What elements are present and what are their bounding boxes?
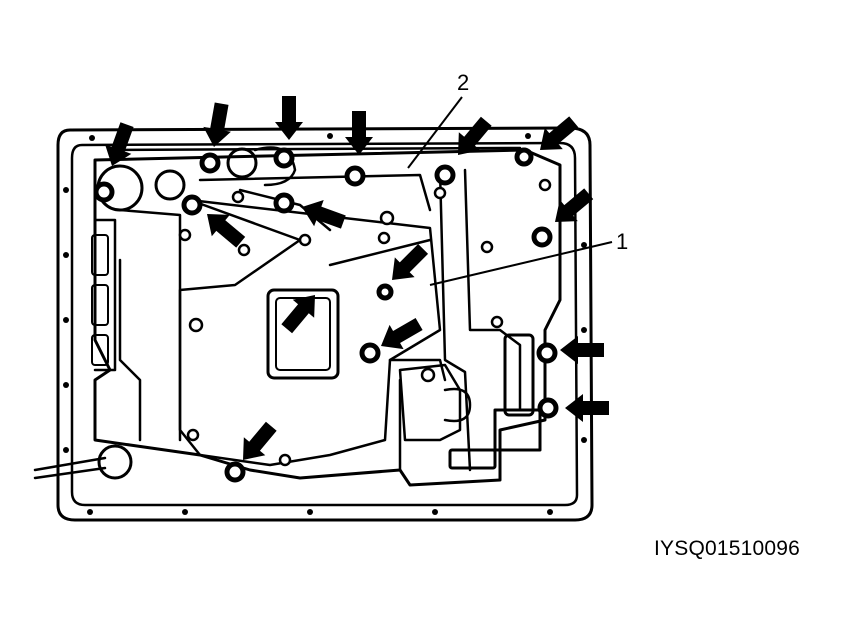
arrow-icon <box>203 102 231 147</box>
flange-dot <box>525 133 531 139</box>
left-spool-b <box>91 284 109 326</box>
lower-right-block <box>493 408 542 452</box>
arrow-icon <box>381 317 423 350</box>
valve-body-outline <box>93 148 562 487</box>
leader-line-1 <box>429 241 613 286</box>
flange-dot <box>581 242 587 248</box>
bolt-hole <box>536 342 558 364</box>
bolt-hole <box>531 226 553 248</box>
small-hole <box>231 190 245 204</box>
flange-dot <box>63 252 69 258</box>
small-hole <box>433 186 447 200</box>
small-hole <box>377 231 391 245</box>
flange-dot <box>87 509 93 515</box>
harness-wire <box>33 456 107 480</box>
small-hole <box>538 178 552 192</box>
passage-left <box>118 208 182 442</box>
bolt-hole <box>93 181 115 203</box>
flange-dot <box>581 437 587 443</box>
flange-dot <box>327 133 333 139</box>
arrow-icon <box>392 243 429 280</box>
flange-dot <box>89 135 95 141</box>
bolt-hole <box>537 397 559 419</box>
top-center-arc <box>253 146 297 187</box>
bolt-hole <box>199 152 221 174</box>
arrow-icon <box>345 111 373 155</box>
small-hole <box>186 428 200 442</box>
separator-plate <box>178 198 442 467</box>
left-spool-a <box>91 234 109 276</box>
arrow-icon <box>458 116 492 155</box>
flange-dot <box>63 187 69 193</box>
bolt-hole <box>273 192 295 214</box>
top-center-bore-2 <box>226 147 258 179</box>
small-hole <box>379 210 395 226</box>
arrow-icon <box>540 116 579 150</box>
flange-dot <box>63 447 69 453</box>
flange-dot <box>547 509 553 515</box>
callout-label-1: 1 <box>616 229 629 254</box>
passage-mid <box>328 238 447 472</box>
right-chamber <box>398 363 462 442</box>
filter-window <box>266 288 340 380</box>
harness-connector <box>97 444 133 480</box>
bolt-hole <box>224 461 246 483</box>
pan-inner-outline <box>70 141 579 507</box>
right-block <box>503 333 535 417</box>
figure-code: IYSQ01510096 <box>654 537 801 560</box>
leader-line-2 <box>407 96 463 169</box>
passage-top <box>108 146 522 232</box>
bolt-hole <box>514 147 534 167</box>
flange-dot <box>307 509 313 515</box>
small-hole <box>188 317 204 333</box>
arrow-icon <box>565 394 609 422</box>
right-chamber-arc <box>443 387 472 423</box>
flange-dot <box>182 509 188 515</box>
passage-right <box>438 168 522 472</box>
left-spool-c <box>91 334 109 366</box>
small-hole <box>480 240 494 254</box>
left-spool-bore <box>93 218 117 372</box>
arrow-icon <box>555 188 594 222</box>
bolt-hole <box>181 194 203 216</box>
arrow-icon <box>242 421 277 460</box>
small-hole <box>178 228 192 242</box>
bottom-slot <box>448 448 497 470</box>
flange-dot <box>63 317 69 323</box>
small-hole <box>490 315 504 329</box>
arrow-icon <box>281 295 315 334</box>
callout-label-2: 2 <box>457 70 470 95</box>
bolt-hole <box>344 165 366 187</box>
bolt-hole <box>359 342 381 364</box>
flange-dot <box>432 509 438 515</box>
flange-dot <box>581 327 587 333</box>
top-center-bore-1 <box>154 169 186 201</box>
flange-dot <box>63 382 69 388</box>
small-hole <box>278 453 292 467</box>
bolt-hole <box>273 147 295 169</box>
bolt-hole <box>434 164 456 186</box>
arrow-icon <box>560 336 604 364</box>
small-hole <box>420 367 436 383</box>
arrow-icon <box>275 96 303 140</box>
small-hole <box>237 243 251 257</box>
small-hole <box>298 233 312 247</box>
arrow-icon <box>302 200 346 229</box>
arrow-icon <box>207 214 246 248</box>
bolt-hole <box>376 283 394 301</box>
pan-outer-outline <box>56 126 594 522</box>
arrow-icon <box>105 122 134 166</box>
